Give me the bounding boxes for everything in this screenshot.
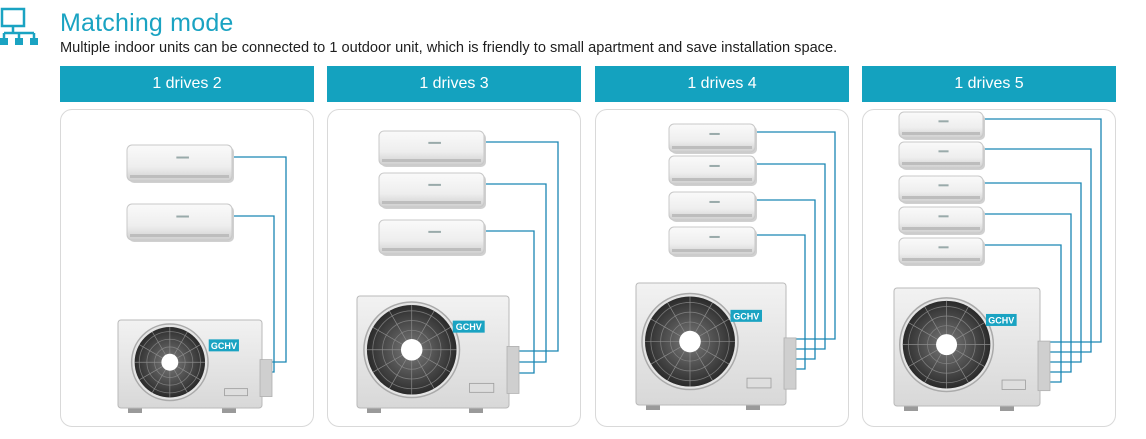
panel-header-1-drives-3: 1 drives 3	[327, 66, 581, 102]
panel-box-1-drives-5	[862, 109, 1116, 427]
panel-header-1-drives-2: 1 drives 2	[60, 66, 314, 102]
panel-box-1-drives-4	[595, 109, 849, 427]
page-subtitle: Multiple indoor units can be connected t…	[60, 40, 838, 56]
panel-header-1-drives-5: 1 drives 5	[862, 66, 1116, 102]
panel-box-1-drives-3	[327, 109, 581, 427]
panel-box-1-drives-2	[60, 109, 314, 427]
network-icon	[0, 7, 38, 45]
page-title: Matching mode	[60, 9, 234, 37]
panel-header-1-drives-4: 1 drives 4	[595, 66, 849, 102]
